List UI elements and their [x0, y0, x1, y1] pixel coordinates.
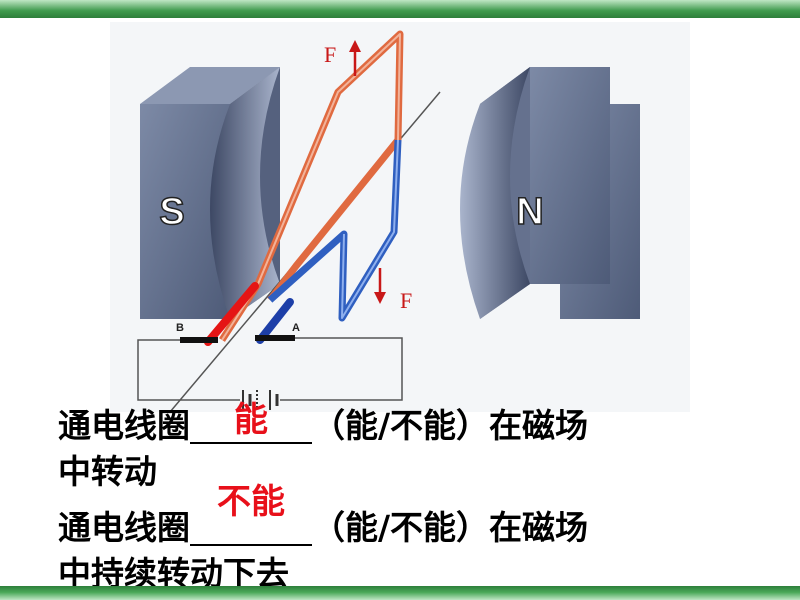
force-label-top: F: [324, 42, 336, 67]
question-2-prefix: 通电线圈: [58, 508, 190, 547]
top-accent-bar: [0, 0, 800, 18]
question-1-continuation: 中转动: [58, 452, 157, 491]
magnet-n: N: [460, 67, 640, 319]
question-2-blank: 不能: [190, 482, 312, 546]
question-2-suffix: （能/不能）在磁场: [312, 508, 589, 547]
brush-lead-red: [204, 282, 259, 346]
question-1-prefix: 通电线圈: [58, 406, 190, 445]
question-2-answer: 不能: [217, 482, 285, 522]
question-1-blank: 能: [190, 400, 312, 444]
motor-diagram: S N B A F F: [110, 22, 690, 412]
question-1-line: 通电线圈 能 （能/不能）在磁场: [58, 400, 589, 446]
brush-lead-blue: [256, 298, 294, 344]
question-1-suffix: （能/不能）在磁场: [312, 406, 589, 445]
force-arrow-up-icon: [349, 40, 361, 76]
force-arrow-down-icon: [374, 268, 386, 304]
magnet-n-label: N: [516, 191, 543, 233]
bottom-accent-bar: [0, 586, 800, 600]
magnet-s-label: S: [159, 191, 184, 233]
force-label-bottom: F: [400, 288, 412, 313]
terminal-a-label: A: [292, 322, 300, 334]
question-2-line: 通电线圈不能 （能/不能）在磁场: [58, 482, 589, 548]
question-1-answer: 能: [234, 400, 268, 440]
external-circuit: [137, 337, 403, 410]
terminal-b-label: B: [176, 322, 184, 334]
